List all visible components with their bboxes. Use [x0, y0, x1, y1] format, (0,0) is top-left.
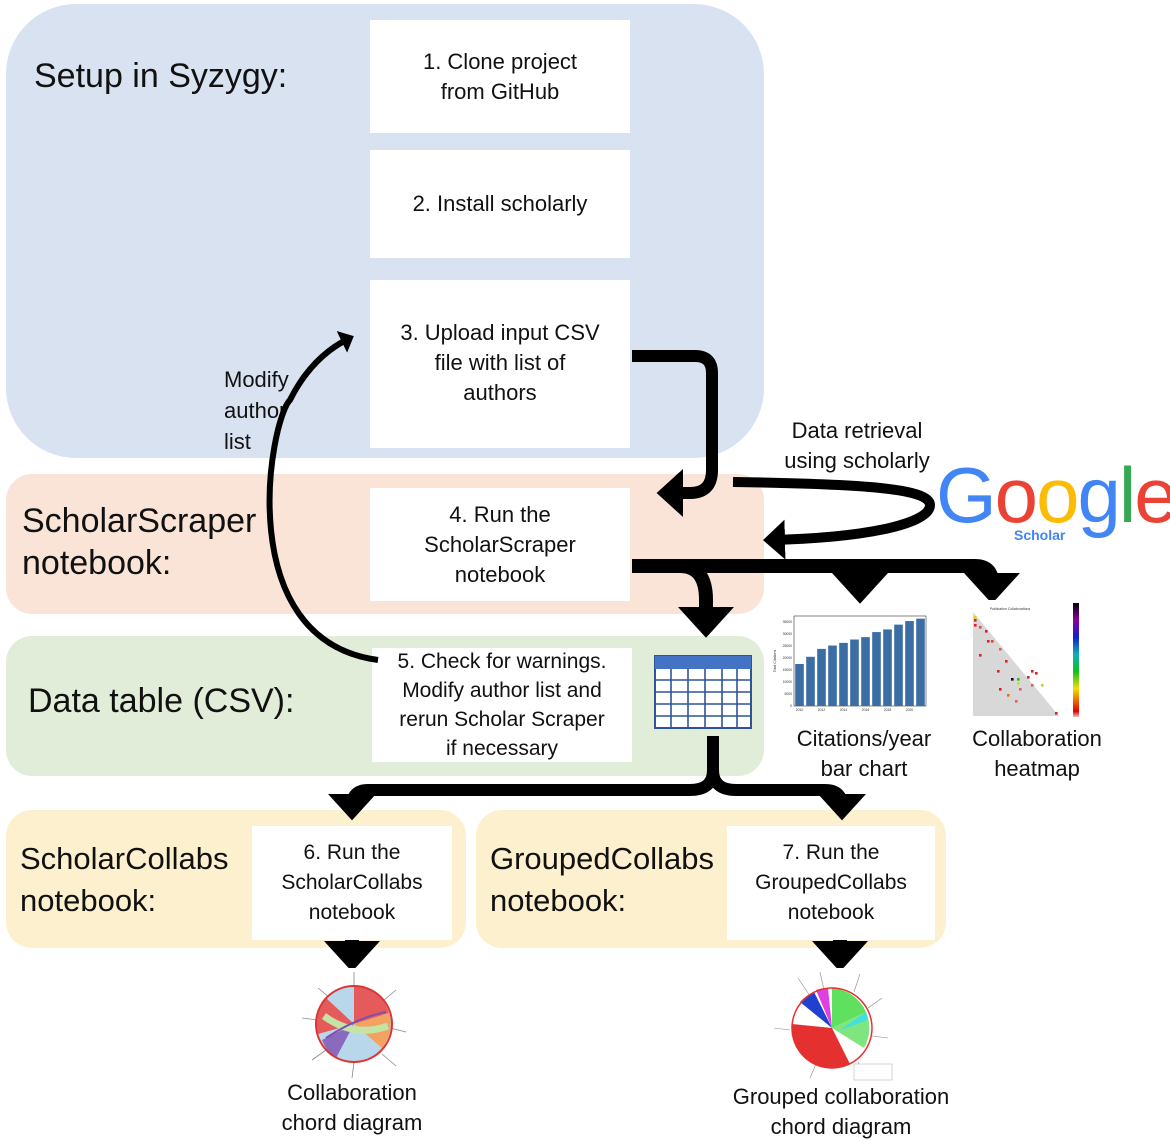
- bar: [894, 624, 903, 706]
- heatmap-cell: [1027, 676, 1030, 679]
- heatmap-cell: [999, 688, 1002, 691]
- modify-author-list-note: Modify author list: [224, 367, 289, 454]
- grouped-chord-diagram-thumbnail: [770, 968, 896, 1082]
- bar: [905, 621, 914, 706]
- heatmap-cell: [997, 670, 1000, 673]
- bar: [839, 642, 848, 706]
- heatmap-cell: [1015, 700, 1018, 703]
- heatmap-caption: Collaboration heatmap: [972, 726, 1102, 781]
- x-tick-label: 2020: [906, 708, 914, 712]
- y-tick-label: 25000: [783, 644, 793, 648]
- scholar-subtitle: Scholar: [1014, 527, 1066, 543]
- grouped-label: GroupedCollabs notebook:: [490, 841, 715, 918]
- chord-diagram-thumbnail: [296, 968, 412, 1080]
- y-tick-label: 35000: [783, 620, 793, 624]
- citations-bar-chart-thumbnail: 0 5000 10000 15000 20000 25000 30000 35000 2010 2…: [770, 610, 930, 720]
- x-tick-label: 2018: [884, 708, 892, 712]
- heatmap-cell: [1017, 682, 1020, 685]
- collaboration-heatmap-thumbnail: Publication Collaborations: [955, 600, 1085, 720]
- y-axis-label: Total Citations: [773, 650, 777, 673]
- heatmap-cell: [1035, 672, 1038, 675]
- bar: [817, 648, 826, 706]
- heatmap-cell: [999, 648, 1002, 651]
- y-tick-label: 20000: [783, 656, 793, 660]
- step-2-install: 2. Install scholarly: [370, 150, 630, 258]
- heatmap-cell: [1041, 684, 1044, 687]
- heatmap-colorbar: [1073, 603, 1079, 717]
- y-tick-label: 0: [790, 704, 792, 708]
- logo-letter: o: [1036, 451, 1079, 539]
- step-7-run-grouped: 7. Run the GroupedCollabs notebook: [727, 826, 935, 940]
- bar: [828, 645, 837, 706]
- bar: [916, 618, 925, 706]
- chord-legend: [853, 1063, 893, 1081]
- bar: [861, 637, 870, 706]
- heatmap-cell: [985, 630, 988, 633]
- setup-label: Setup in Syzygy:: [34, 57, 288, 95]
- bar: [795, 664, 804, 706]
- data-table-label: Data table (CSV):: [28, 682, 295, 720]
- x-tick-label: 2012: [818, 708, 826, 712]
- bar: [872, 632, 881, 706]
- logo-letter: e: [1134, 451, 1170, 539]
- bar: [806, 656, 815, 706]
- logo-letter: G: [936, 451, 997, 539]
- y-tick-label: 10000: [783, 680, 793, 684]
- heatmap-cell: [1017, 678, 1020, 681]
- bar: [883, 629, 892, 706]
- heatmap-title: Publication Collaborations: [990, 607, 1031, 611]
- logo-letter: g: [1077, 451, 1120, 539]
- step-5-check-warnings: 5. Check for warnings. Modify author lis…: [372, 648, 632, 762]
- heatmap-cell: [1019, 688, 1022, 691]
- step-6-run-collabs: 6. Run the ScholarCollabs notebook: [252, 826, 452, 940]
- x-tick-label: 2010: [796, 708, 804, 712]
- heatmap-cell: [987, 640, 990, 643]
- heatmap-cell: [1031, 670, 1034, 673]
- step-1-clone: 1. Clone project from GitHub: [370, 20, 630, 133]
- heatmap-cell: [974, 619, 977, 622]
- heatmap-cell: [1007, 694, 1010, 697]
- logo-letter: o: [994, 451, 1038, 539]
- heatmap-cell: [991, 640, 994, 643]
- chord-caption: Collaboration chord diagram: [281, 1080, 423, 1135]
- scraper-label: ScholarScraper notebook:: [22, 502, 257, 582]
- y-tick-label: 15000: [783, 668, 793, 672]
- x-tick-label: 2014: [840, 708, 848, 712]
- heatmap-cell: [979, 626, 982, 629]
- bar: [850, 639, 859, 706]
- logo-letter: l: [1118, 451, 1136, 539]
- step-3-upload: 3. Upload input CSV file with list of au…: [370, 280, 630, 448]
- step-4-run-scraper: 4. Run the ScholarScraper notebook: [370, 488, 630, 601]
- google-wordmark: Google: [936, 451, 1170, 539]
- heatmap-cell: [1011, 678, 1014, 681]
- data-retrieval-note: Data retrieval using scholarly: [784, 418, 930, 473]
- y-tick-label: 30000: [783, 632, 793, 636]
- heatmap-cell: [979, 654, 982, 657]
- y-tick-label: 5000: [784, 692, 792, 696]
- x-tick-label: 2016: [862, 708, 870, 712]
- heatmap-cell: [974, 616, 977, 619]
- google-scholar-logo: Google Scholar: [936, 455, 1170, 545]
- collabs-label: ScholarCollabs notebook:: [20, 841, 229, 918]
- heatmap-cell: [974, 624, 977, 627]
- heatmap-triangle: [973, 612, 1059, 716]
- grouped-chord-caption: Grouped collaboration chord diagram: [732, 1084, 950, 1139]
- bar-chart-caption: Citations/year bar chart: [796, 726, 932, 781]
- plot-frame: [793, 615, 927, 707]
- csv-table-icon: [654, 655, 752, 729]
- heatmap-cell: [1031, 684, 1034, 687]
- heatmap-cell: [1055, 712, 1058, 715]
- heatmap-cell: [1005, 660, 1008, 663]
